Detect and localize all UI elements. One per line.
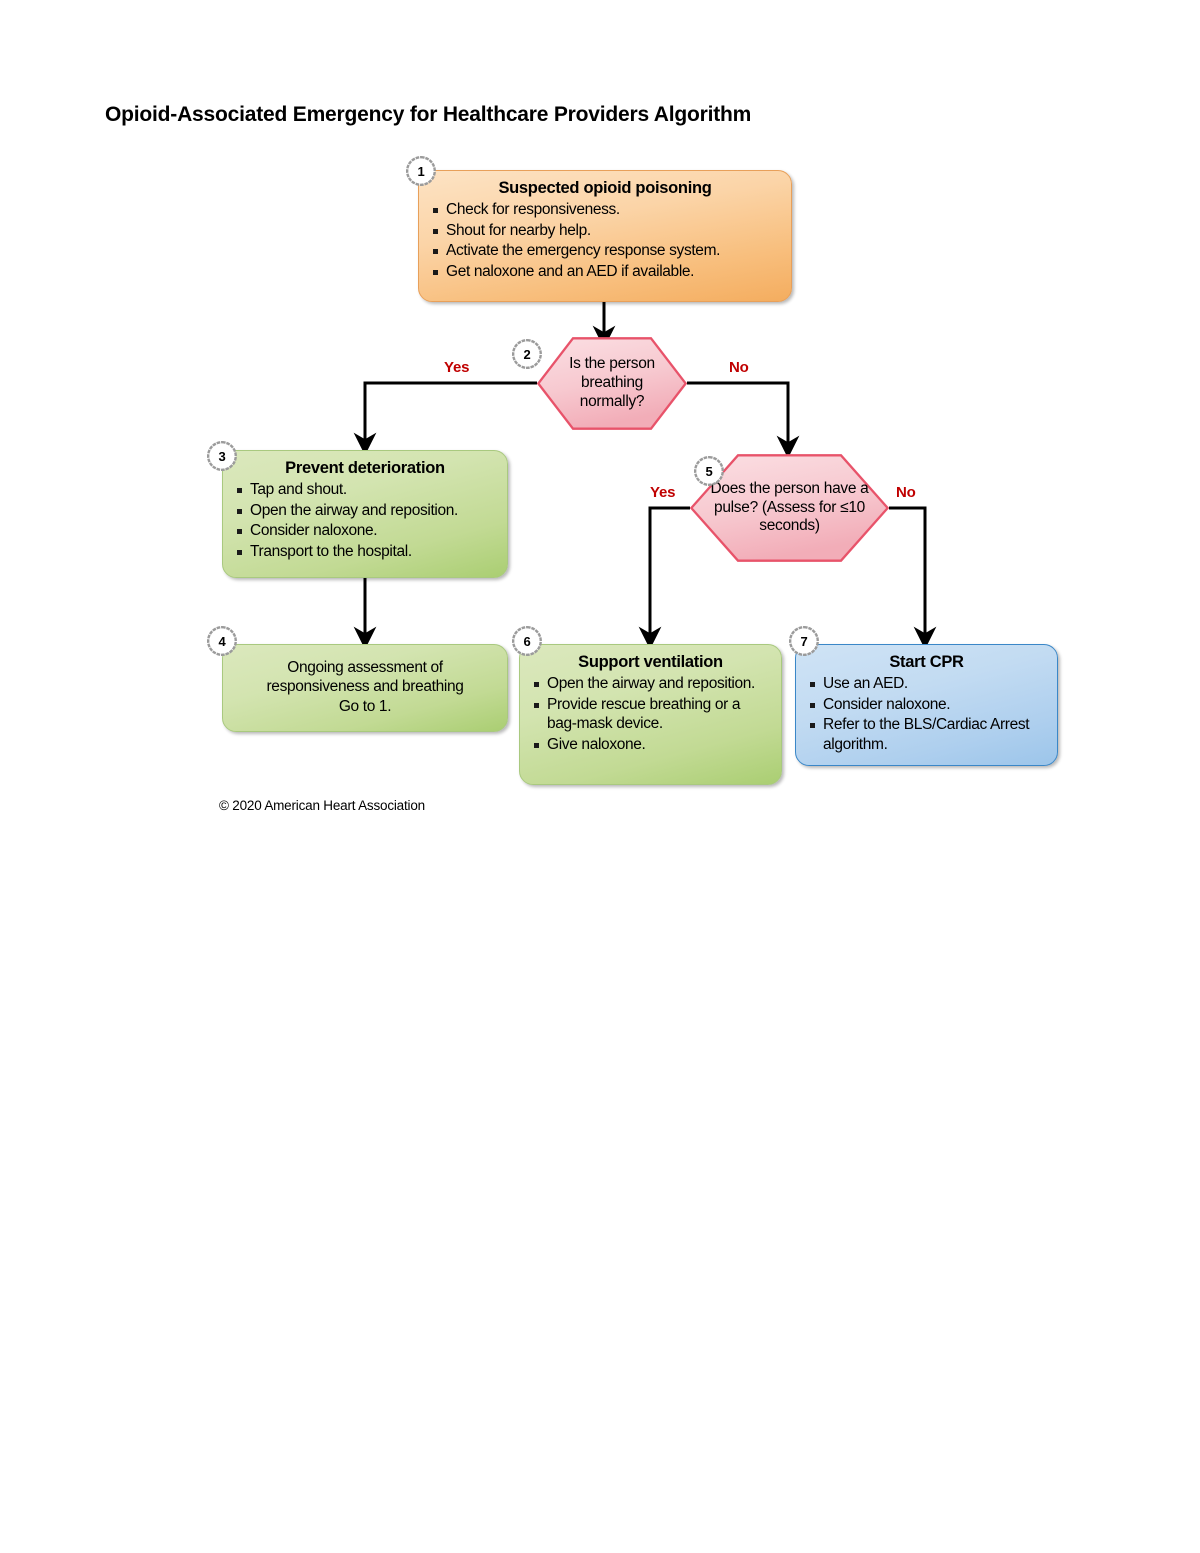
list-item: Shout for nearby help.	[429, 221, 781, 240]
list-item: Consider naloxone.	[233, 521, 497, 540]
step-6-number: 6	[523, 633, 531, 649]
list-item: Open the airway and reposition.	[530, 674, 771, 693]
step-5-number: 5	[705, 463, 713, 479]
step-1-badge: 1	[406, 156, 436, 186]
step-3-badge: 3	[207, 441, 237, 471]
list-item: Open the airway and reposition.	[233, 501, 497, 520]
list-item: Give naloxone.	[530, 735, 771, 754]
step-1-title: Suspected opioid poisoning	[498, 179, 712, 197]
decision-2-is-person-breathing-normally[interactable]: Is the person breathing normally?	[537, 337, 687, 430]
branch-label-hex5-no: No	[896, 484, 916, 501]
connector-hex5-yes-to-box6	[638, 506, 690, 650]
step-3-title: Prevent deterioration	[285, 459, 445, 477]
decision-2-text: Is the person breathing normally?	[569, 355, 655, 410]
list-item: Activate the emergency response system.	[429, 241, 781, 260]
branch-label-hex2-yes: Yes	[444, 359, 470, 376]
page-title: Opioid-Associated Emergency for Healthca…	[105, 103, 752, 126]
step-6-badge: 6	[512, 626, 542, 656]
list-item: Use an AED.	[806, 674, 1047, 693]
step-6-support-ventilation[interactable]: Support ventilation Open the airway and …	[519, 644, 782, 785]
step-4-line-2: responsiveness and breathing	[266, 678, 464, 696]
list-item: Refer to the BLS/Cardiac Arrest algorith…	[806, 715, 1047, 754]
step-1-body: Check for responsiveness. Shout for near…	[429, 200, 781, 281]
step-7-number: 7	[800, 633, 808, 649]
decision-5-does-person-have-pulse[interactable]: Does the person have a pulse? (Assess fo…	[690, 454, 889, 562]
step-3-prevent-deterioration[interactable]: Prevent deterioration Tap and shout. Ope…	[222, 450, 508, 578]
connector-hex2-yes-to-box3	[353, 381, 537, 456]
step-1-suspected-opioid-poisoning[interactable]: Suspected opioid poisoning Check for res…	[418, 170, 792, 302]
step-1-number: 1	[417, 163, 425, 179]
step-4-number: 4	[218, 633, 226, 649]
step-6-body: Open the airway and reposition. Provide …	[530, 674, 771, 754]
step-5-badge: 5	[694, 456, 724, 486]
step-3-body: Tap and shout. Open the airway and repos…	[233, 480, 497, 561]
list-item: Provide rescue breathing or a bag-mask d…	[530, 695, 771, 734]
step-7-title: Start CPR	[889, 653, 964, 671]
branch-label-hex5-yes: Yes	[650, 484, 676, 501]
branch-label-hex2-no: No	[729, 359, 749, 376]
list-item: Transport to the hospital.	[233, 542, 497, 561]
step-6-title: Support ventilation	[578, 653, 723, 671]
step-2-badge: 2	[512, 339, 542, 369]
list-item: Consider naloxone.	[806, 695, 1047, 714]
step-4-line-1: Ongoing assessment of	[287, 658, 443, 676]
step-4-line-3: Go to 1.	[338, 697, 392, 715]
step-7-start-cpr[interactable]: Start CPR Use an AED. Consider naloxone.…	[795, 644, 1058, 766]
step-7-badge: 7	[789, 626, 819, 656]
step-4-ongoing-assessment[interactable]: Ongoing assessment of responsiveness and…	[222, 644, 508, 732]
step-4-body: Ongoing assessment of responsiveness and…	[266, 658, 463, 716]
list-item: Get naloxone and an AED if available.	[429, 262, 781, 281]
hexagon-shape	[690, 454, 889, 562]
decision-5-text: Does the person have a pulse? (Assess fo…	[710, 479, 869, 535]
connector-hex5-no-to-box7	[889, 506, 937, 650]
step-7-body: Use an AED. Consider naloxone. Refer to …	[806, 674, 1047, 754]
list-item: Tap and shout.	[233, 480, 497, 499]
step-4-badge: 4	[207, 626, 237, 656]
step-3-number: 3	[218, 448, 226, 464]
copyright-notice: © 2020 American Heart Association	[219, 798, 425, 813]
hexagon-shape	[537, 337, 687, 430]
connector-hex2-no-to-hex5	[687, 381, 800, 459]
step-2-number: 2	[523, 346, 531, 362]
list-item: Check for responsiveness.	[429, 200, 781, 219]
